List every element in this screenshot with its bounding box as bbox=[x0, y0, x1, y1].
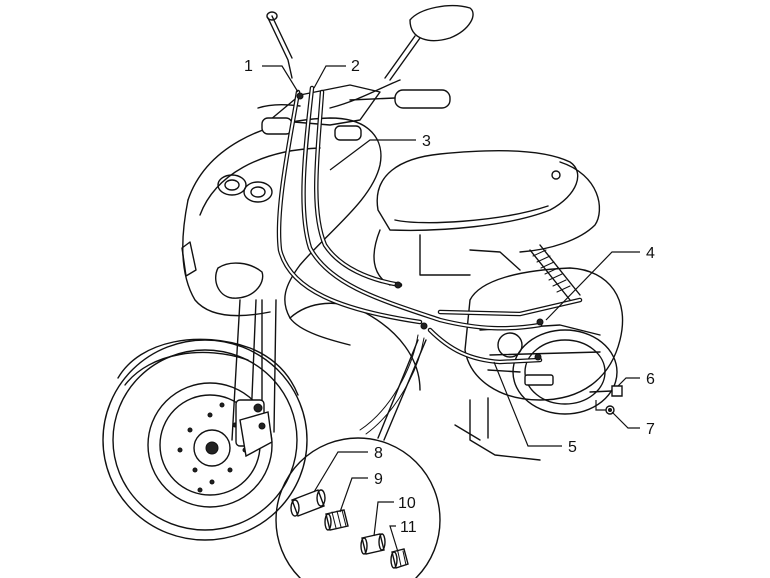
callout-11: 11 bbox=[400, 519, 417, 536]
center-stand bbox=[454, 397, 541, 461]
engine bbox=[464, 267, 624, 415]
front-fork bbox=[231, 299, 277, 458]
callout-7: 7 bbox=[646, 421, 655, 438]
callout-10: 10 bbox=[398, 495, 416, 512]
cable-harness bbox=[276, 85, 583, 435]
rear-shock bbox=[529, 244, 581, 301]
part-11-cap bbox=[390, 548, 409, 569]
part-9-adjuster bbox=[324, 509, 349, 531]
leader-lines bbox=[262, 65, 640, 553]
callout-4: 4 bbox=[646, 245, 655, 262]
detail-inset bbox=[275, 339, 441, 578]
callout-8: 8 bbox=[374, 445, 383, 462]
brake-disc-holes bbox=[177, 402, 248, 493]
front-shield bbox=[181, 117, 421, 391]
callout-5: 5 bbox=[568, 439, 577, 456]
callout-2: 2 bbox=[351, 58, 360, 75]
callout-9: 9 bbox=[374, 471, 383, 488]
part-8-sleeve bbox=[290, 489, 326, 517]
screw-6 bbox=[589, 385, 623, 397]
callout-1: 1 bbox=[244, 58, 253, 75]
callout-3: 3 bbox=[422, 133, 431, 150]
seat-and-rear-body bbox=[373, 150, 601, 286]
callout-6: 6 bbox=[646, 371, 655, 388]
washer-7 bbox=[595, 400, 615, 415]
callout-labels: 1 2 3 4 5 6 7 8 9 10 11 bbox=[244, 58, 655, 536]
part-10-ferrule bbox=[360, 533, 386, 555]
handlebars bbox=[257, 5, 474, 141]
